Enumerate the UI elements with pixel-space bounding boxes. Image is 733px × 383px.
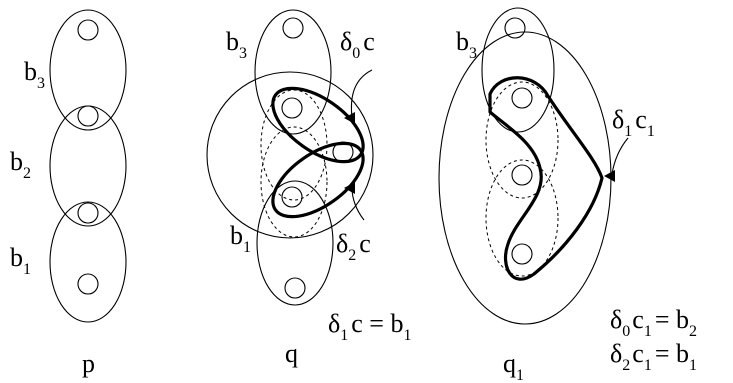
p-label-b2: b2 (10, 147, 31, 182)
q1-dashed-ellipse-lower (485, 159, 559, 277)
panel-p: b3 b2 b1 p (10, 9, 127, 378)
q-puncture-2 (281, 97, 303, 119)
p-ellipse-b3 (49, 9, 127, 131)
q-label-b3: b3 (226, 27, 247, 62)
q1-dashed-ellipse-upper (485, 81, 559, 199)
q1-puncture-4 (511, 243, 533, 265)
q-label-b1: b1 (230, 221, 251, 256)
q-puncture-1 (282, 17, 304, 39)
q1-curve-delta1c1 (488, 76, 604, 281)
p-puncture-1 (77, 19, 99, 41)
q-curve-delta0c (271, 86, 365, 164)
q-arrow-delta2c (344, 182, 355, 194)
q-puncture-4 (281, 186, 303, 208)
p-puncture-4 (77, 273, 99, 295)
q-puncture-5 (284, 277, 306, 299)
p-ellipse-b2 (49, 105, 127, 227)
q-title: q (285, 339, 298, 368)
p-ellipse-b1 (49, 201, 127, 323)
q1-puncture-3 (511, 164, 533, 186)
q1-equation-1: δ0c1= b2 (610, 305, 697, 340)
q-arrow-delta0c (344, 112, 355, 124)
p-label-b3: b3 (24, 57, 45, 92)
q-dashed-ellipse-lower (260, 126, 328, 238)
q1-title: q1 (503, 349, 524, 383)
q1-leader-delta1c1 (611, 137, 629, 175)
q1-puncture-2 (511, 87, 533, 109)
q-ellipse-b1 (256, 180, 334, 306)
q1-equation-2: δ2c1= b1 (610, 339, 697, 374)
q1-label-b3: b3 (456, 27, 477, 62)
q-big-circle (206, 71, 374, 239)
q-ellipse-b3 (254, 9, 332, 135)
p-puncture-3 (77, 202, 99, 224)
p-label-b1: b1 (10, 243, 31, 278)
q-leader-delta0c (350, 69, 373, 119)
q1-arrow-delta1c1 (604, 170, 615, 182)
q-curve-delta2c (271, 141, 365, 219)
q1-ellipse-b3 (481, 7, 555, 133)
p-puncture-2 (77, 105, 99, 127)
p-title: p (82, 349, 95, 378)
q1-puncture-1 (504, 17, 526, 39)
q-dashed-ellipse-upper (260, 89, 328, 201)
q-puncture-3 (332, 141, 354, 163)
